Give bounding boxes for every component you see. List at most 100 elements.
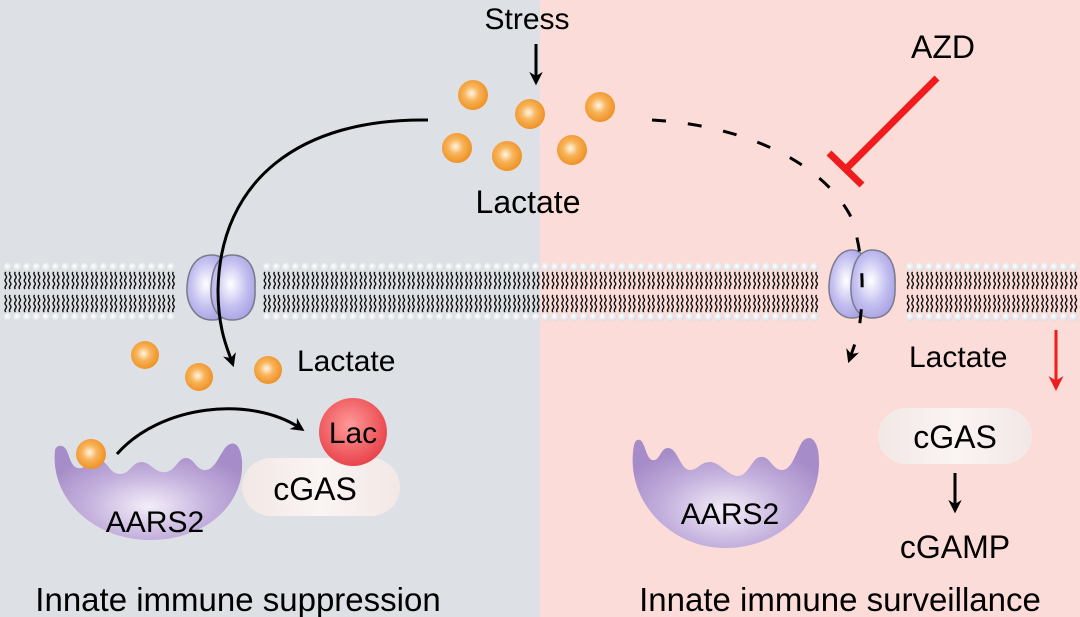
lipid-head [608, 312, 617, 322]
lactate-molecule [185, 363, 213, 391]
lipid-head [359, 262, 368, 272]
lipid-head [311, 262, 320, 272]
lipid-tail [705, 294, 709, 313]
lipid-tail [157, 294, 161, 313]
lipid-head [983, 262, 992, 272]
lipid-tail [4, 294, 8, 313]
left-panel-title: Innate immune suppression [35, 581, 440, 617]
lipid-tail [776, 294, 780, 313]
lipid-tail [772, 271, 776, 290]
lipid-tail [517, 271, 521, 290]
lipid-tail [315, 271, 319, 290]
lipid-head [339, 262, 349, 272]
lipid-tail [690, 294, 694, 313]
lipid-head [61, 262, 70, 272]
lipid-tail [1007, 271, 1011, 290]
lipid-tail [61, 271, 65, 290]
cgas-pill-left [242, 458, 400, 516]
lactate-label-right: Lactate [909, 341, 1007, 374]
lipid-tail [637, 271, 641, 290]
lipid-tail [603, 294, 607, 313]
lipid-tail [618, 294, 622, 313]
lipid-tail [1007, 294, 1011, 313]
lipid-tail [455, 294, 459, 313]
lipid-head [647, 262, 656, 272]
lipid-tail [138, 294, 142, 313]
lac-label: Lac [329, 417, 377, 450]
lipid-tail [148, 271, 152, 290]
lipid-tail [699, 294, 703, 313]
lipid-head [464, 262, 473, 272]
lipid-head [435, 262, 445, 272]
lipid-tail [363, 294, 367, 313]
lipid-tail [728, 271, 732, 290]
lipid-tail [647, 294, 651, 313]
lipid-tail [743, 294, 747, 313]
lipid-head [493, 312, 502, 322]
lipid-tail [906, 271, 910, 290]
lipid-tail [484, 271, 488, 290]
lipid-head [455, 312, 464, 322]
lipid-head [378, 262, 387, 272]
lipid-tail [282, 271, 286, 290]
lipid-tail [695, 271, 699, 290]
lipid-head [512, 312, 521, 322]
lipid-tail [973, 271, 977, 290]
lipid-tail [757, 294, 761, 313]
lipid-tail [753, 294, 757, 313]
lipid-tail [801, 271, 805, 290]
lipid-head [1040, 312, 1050, 322]
lactate-molecule [515, 99, 545, 129]
lipid-tail [733, 271, 737, 290]
lipid-head [445, 312, 454, 322]
lipid-head [992, 312, 1001, 322]
lipid-head [800, 262, 809, 272]
lipid-head [935, 262, 944, 272]
lipid-tail [1060, 294, 1064, 313]
lactate-cluster-top [442, 80, 615, 171]
lipid-head [752, 312, 761, 322]
lipid-head [714, 312, 723, 322]
lipid-tail [513, 271, 517, 290]
lipid-tail [71, 271, 75, 290]
lipid-tail [570, 294, 574, 313]
lipid-head [800, 312, 809, 322]
lipid-tail [930, 294, 934, 313]
lipid-head [589, 262, 598, 272]
lipid-tail [594, 271, 598, 290]
lipid-tail [292, 271, 296, 290]
lipid-head [1002, 262, 1011, 272]
lipid-head [1050, 312, 1059, 322]
lipid-head [723, 262, 733, 272]
lipid-head [387, 262, 397, 272]
lipid-tail [340, 294, 344, 313]
lipid-tail [493, 294, 497, 313]
lipid-tail [417, 294, 421, 313]
lactate-molecule [131, 341, 159, 369]
lipid-head [359, 312, 368, 322]
lipid-head [570, 262, 579, 272]
lipid-tail [119, 294, 123, 313]
lipid-tail [1002, 271, 1006, 290]
lipid-head [551, 312, 560, 322]
lipid-tail [945, 294, 949, 313]
lipid-tail [561, 294, 565, 313]
lipid-tail [584, 294, 588, 313]
lipid-tail [450, 271, 454, 290]
lipid-tail [628, 294, 632, 313]
lipid-head [387, 312, 397, 322]
lipid-tail [498, 271, 502, 290]
lipid-tail [13, 294, 17, 313]
lipid-head [397, 312, 406, 322]
lipid-tail [983, 271, 987, 290]
lipid-tail [104, 271, 108, 290]
lipid-tail [33, 294, 37, 313]
lipid-tail [344, 271, 348, 290]
lipid-tail [949, 294, 953, 313]
lipid-tail [1050, 271, 1054, 290]
lipid-tail [474, 294, 478, 313]
lipid-head [1021, 312, 1030, 322]
lipid-tail [85, 271, 89, 290]
lipid-head [128, 312, 137, 322]
lipid-tail [1064, 271, 1068, 290]
